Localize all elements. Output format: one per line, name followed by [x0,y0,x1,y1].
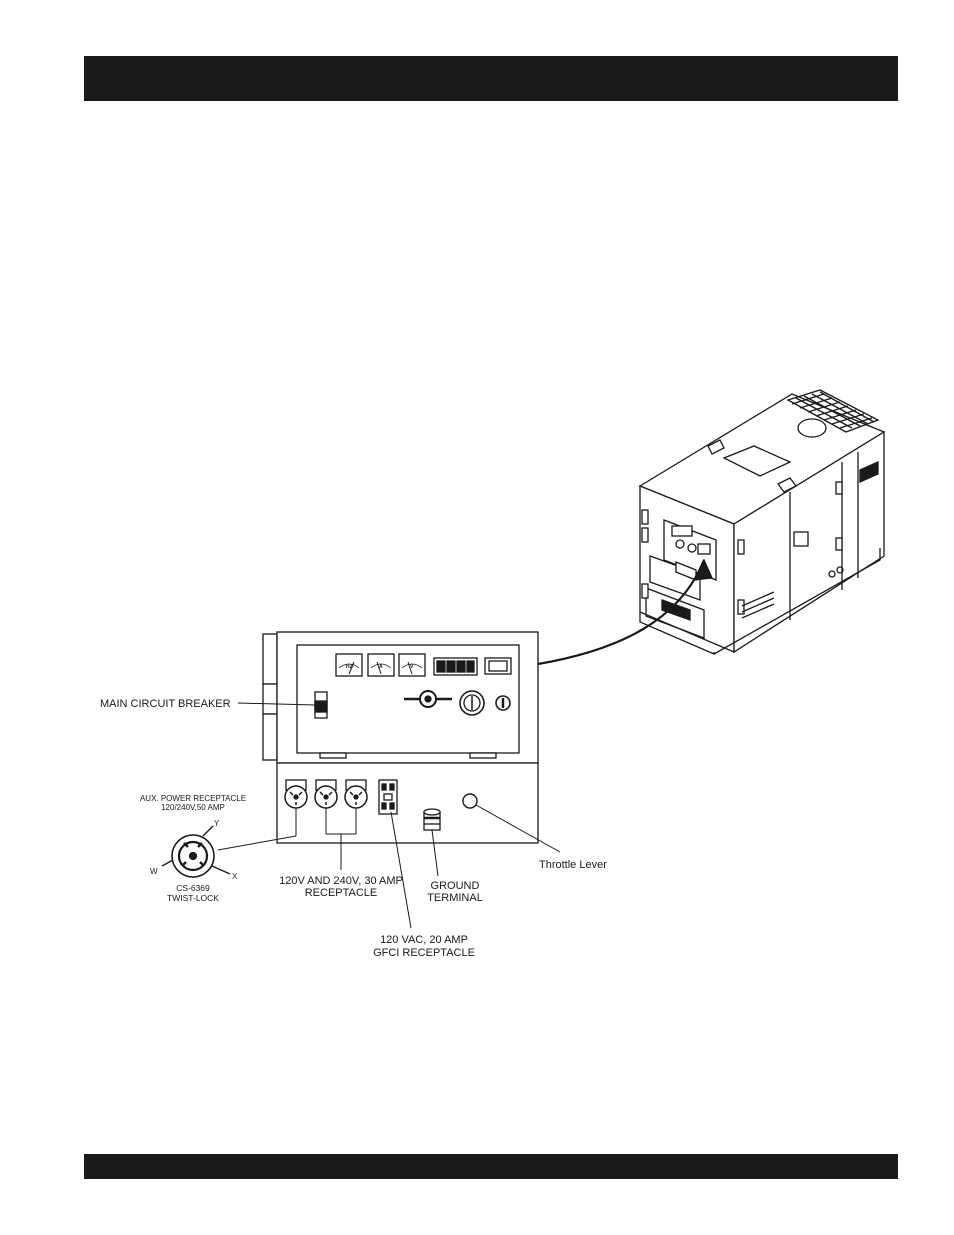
gfci-label-line2: GFCI RECEPTACLE [373,947,475,959]
indicator-lamp-block [434,658,477,675]
pin-y-label: Y [214,819,220,828]
receptacle-30a-label-line2: RECEPTACLE [305,887,378,899]
receptacle-30a-label-line1: 120V AND 240V, 30 AMP [279,875,403,887]
meter-hz-label: HZ [346,664,353,670]
main-circuit-breaker-label: MAIN CIRCUIT BREAKER [100,698,231,710]
throttle-lever [463,794,477,808]
twist-lock-label-line2: TWIST-LOCK [167,893,219,903]
panel-light-switch [496,696,510,710]
ignition-key-switch [460,691,484,715]
meter-a-label: A [379,664,383,670]
ground-terminal [424,809,440,830]
pin-w-label: W [150,867,158,876]
pin-x-label: X [232,872,238,881]
hour-meter [485,658,511,674]
main-circuit-breaker [315,692,327,718]
twist-lock-detail [162,826,230,877]
ground-terminal-label-line1: GROUND [431,880,480,892]
gfci-label-line1: 120 VAC, 20 AMP [380,934,468,946]
aux-power-label-line1: AUX. POWER RECEPTACLE [140,794,246,803]
throttle-lever-label: Throttle Lever [539,859,607,871]
aux-power-label-line2: 120/240V,50 AMP [161,803,225,812]
control-panel-enlarged [263,632,538,843]
gfci-receptacle [379,780,397,814]
receptacle-30a-1 [285,780,307,808]
generator-illustration [640,390,884,654]
ground-terminal-label-line2: TERMINAL [427,892,483,904]
twist-lock-label-line1: CS-6369 [176,883,210,893]
receptacle-30a-3 [345,780,367,808]
receptacle-30a-2 [315,780,337,808]
